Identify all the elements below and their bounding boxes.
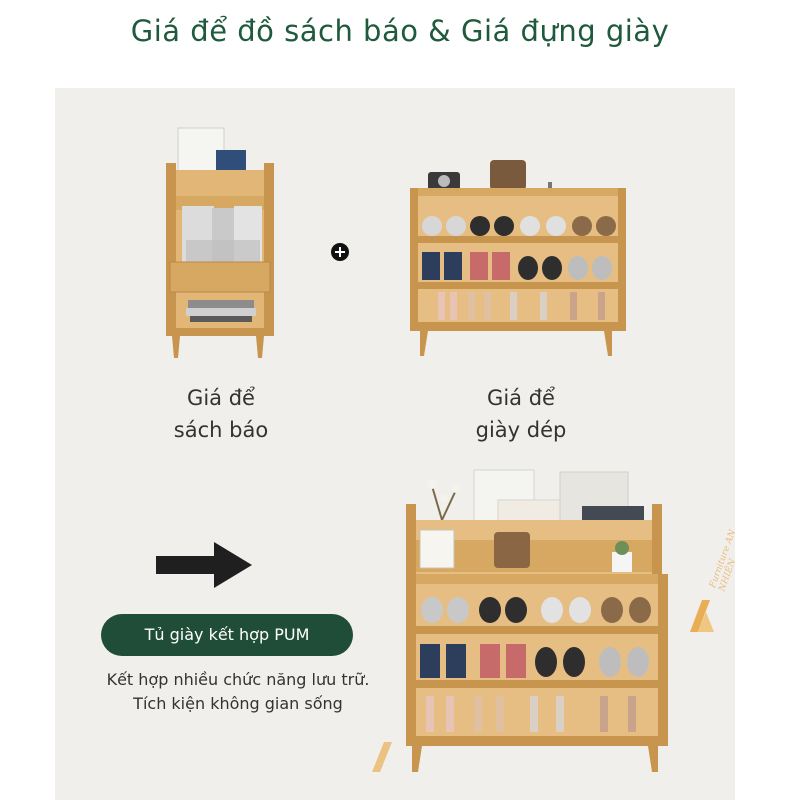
- shoe-rack-illustration: [410, 160, 626, 356]
- combo-description: Kết hợp nhiều chức năng lưu trữ. Tích ki…: [88, 668, 388, 716]
- an-nhien-logo: [372, 600, 714, 772]
- combo-badge: Tủ giày kết hợp PUM: [101, 614, 353, 656]
- combo-description-line2: Tích kiện không gian sống: [133, 694, 343, 713]
- combo-description-line1: Kết hợp nhiều chức năng lưu trữ.: [106, 670, 370, 689]
- shoe-rack-caption-line1: Giá để: [487, 386, 555, 410]
- magazine-rack-illustration: [166, 127, 274, 358]
- page-title: Giá để đồ sách báo & Giá đựng giày: [130, 14, 670, 48]
- combined-rack-illustration: [406, 469, 668, 772]
- shoe-rack-caption: Giá để giày dép: [456, 382, 586, 446]
- magazine-rack-caption-line1: Giá để: [187, 386, 255, 410]
- magazine-rack-caption-line2: sách báo: [173, 418, 269, 442]
- arrow-right-icon: [156, 542, 252, 588]
- shoe-rack-caption-line2: giày dép: [475, 418, 567, 442]
- plus-icon: [331, 243, 349, 261]
- magazine-rack-caption: Giá để sách báo: [156, 382, 286, 446]
